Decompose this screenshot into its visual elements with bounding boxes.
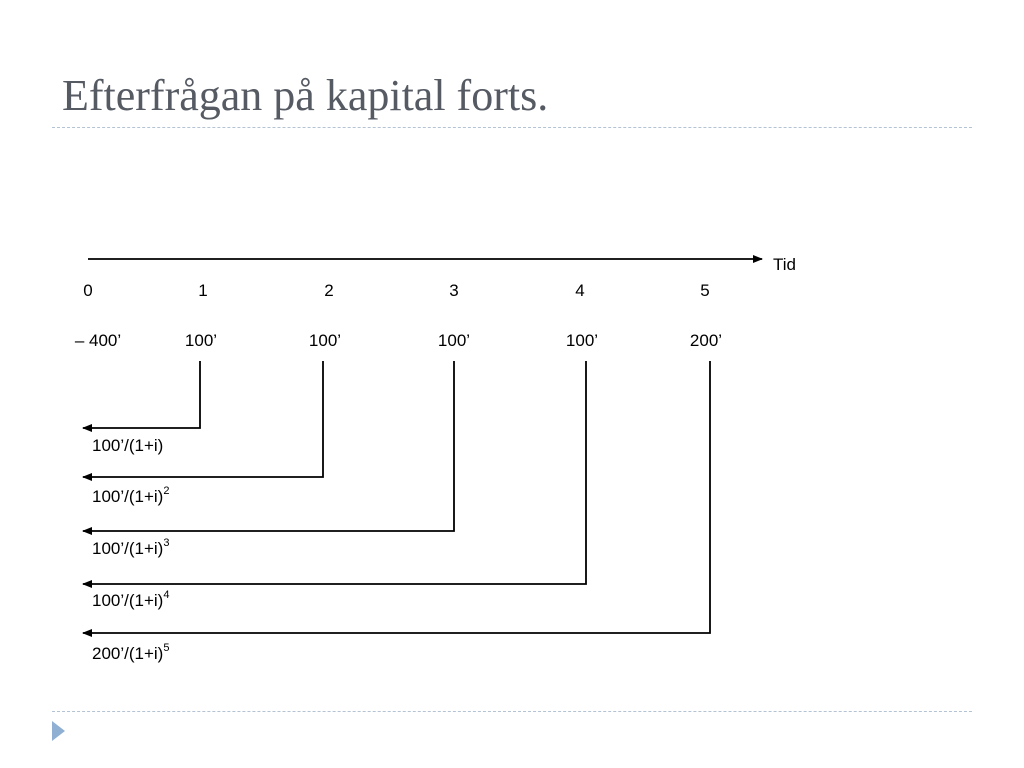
period-label-5: 5 xyxy=(700,281,709,300)
discounted-value-exponent: 4 xyxy=(163,589,169,601)
time-axis-label: Tid xyxy=(773,255,796,274)
footer-divider xyxy=(52,711,972,712)
discount-arrow-2 xyxy=(82,361,324,481)
discounted-value-base: 100’/(1+i) xyxy=(92,487,163,506)
discounted-value-exponent: 2 xyxy=(163,485,169,497)
discount-arrow-3 xyxy=(82,361,455,535)
discounted-value-label-5: 200’/(1+i)5 xyxy=(92,642,169,663)
triangle-bullet-icon xyxy=(52,721,65,741)
discounted-value-label-2: 100’/(1+i)2 xyxy=(92,485,169,506)
discounted-value-exponent: 3 xyxy=(163,537,169,549)
discounted-value-exponent: 5 xyxy=(163,642,169,654)
period-label-4: 4 xyxy=(575,281,584,300)
period-label-1: 1 xyxy=(198,281,207,300)
discount-arrow-1 xyxy=(82,361,201,432)
discount-arrow-4 xyxy=(82,361,587,588)
cash-flow-label-3: 100’ xyxy=(438,331,470,350)
discounted-value-base: 200’/(1+i) xyxy=(92,644,163,663)
cash-flow-label-4: 100’ xyxy=(566,331,598,350)
discounted-value-label-3: 100’/(1+i)3 xyxy=(92,537,169,558)
cash-flow-label-0: – 400’ xyxy=(75,331,121,350)
slide-title: Efterfrågan på kapital forts. xyxy=(62,71,549,120)
discounted-value-base: 100’/(1+i) xyxy=(92,591,163,610)
discounted-value-label-1: 100’/(1+i) xyxy=(92,436,163,455)
period-label-3: 3 xyxy=(449,281,458,300)
period-label-2: 2 xyxy=(324,281,333,300)
discounted-value-base: 100’/(1+i) xyxy=(92,436,163,455)
cash-flow-label-1: 100’ xyxy=(185,331,217,350)
title-divider xyxy=(52,127,972,128)
period-label-0: 0 xyxy=(83,281,92,300)
discounted-value-base: 100’/(1+i) xyxy=(92,539,163,558)
discounted-value-label-4: 100’/(1+i)4 xyxy=(92,589,169,610)
discount-arrow-5 xyxy=(82,361,711,637)
cash-flow-label-5: 200’ xyxy=(690,331,722,350)
cash-flow-label-2: 100’ xyxy=(309,331,341,350)
